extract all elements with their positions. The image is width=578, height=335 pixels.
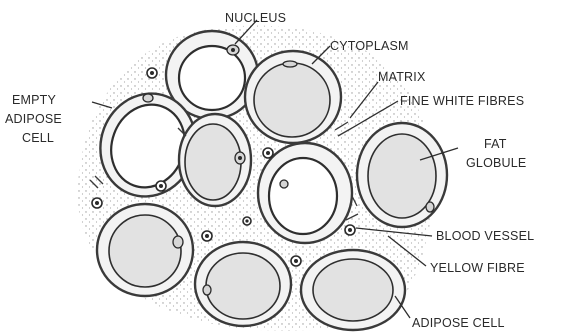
adipose-cell-center-empty (258, 143, 352, 243)
adipose-cell-bottom-center (195, 242, 291, 326)
label-empty-adipose-cell-line3: CELL (22, 131, 54, 145)
label-yellow-fibre: YELLOW FIBRE (430, 261, 525, 275)
adipose-cell-cytoplasm (245, 51, 341, 143)
adipose-cell-bottom-right (301, 250, 405, 330)
label-empty-adipose-cell-line2: ADIPOSE (5, 112, 62, 126)
label-adipose-cell: ADIPOSE CELL (412, 316, 505, 330)
label-fat-globule-line2: GLOBULE (466, 156, 526, 170)
label-nucleus: NUCLEUS (225, 11, 286, 25)
label-empty-adipose-cell-line1: EMPTY (12, 93, 57, 107)
label-fat-globule-line1: FAT (484, 137, 507, 151)
adipose-cell-bottom-left (97, 204, 193, 296)
adipose-cell-center-left (179, 114, 251, 206)
label-cytoplasm: CYTOPLASM (330, 39, 409, 53)
adipose-cell-fat-globule (357, 123, 447, 227)
label-matrix: MATRIX (378, 70, 426, 84)
label-blood-vessel: BLOOD VESSEL (436, 229, 534, 243)
label-fine-white-fibres: FINE WHITE FIBRES (400, 94, 524, 108)
